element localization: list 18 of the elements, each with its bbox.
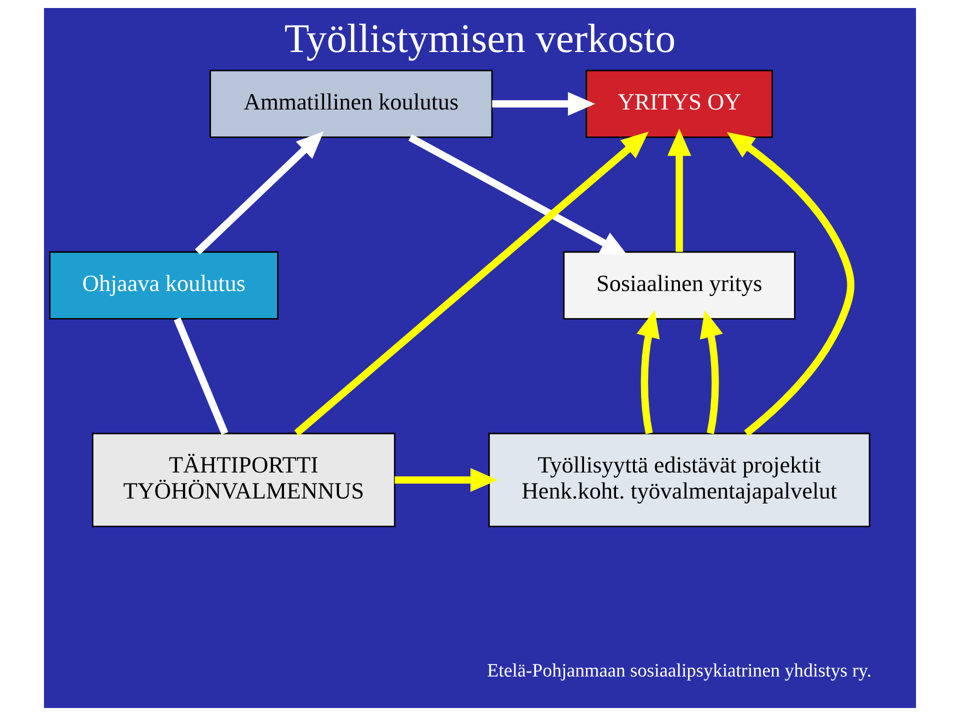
arrow [492, 92, 596, 116]
arrow [726, 132, 854, 436]
node-box: Sosiaalinen yritys [563, 251, 796, 320]
arrow [636, 310, 660, 434]
arrow [194, 131, 324, 254]
node-box: TÄHTIPORTTI TYÖHÖNVALMENNUS [92, 432, 396, 528]
node-box: YRITYS OY [586, 70, 773, 138]
node-box: Ammatillinen koulutus [210, 70, 493, 138]
node-box: Työllisyyttä edistävät projektit Henk.koht. työvalmentajapalvelut [488, 432, 870, 528]
connector [174, 318, 228, 435]
arrow [667, 128, 692, 252]
diagram-title: Työllistymisen verkosto [284, 16, 676, 62]
arrow [700, 310, 723, 434]
node-box: Ohjaava koulutus [49, 251, 279, 320]
arrow [394, 468, 498, 492]
label: Etelä-Pohjanmaan sosiaalipsykiatrinen yhdistys ry. [487, 660, 872, 682]
arrow [408, 134, 628, 256]
arrow [294, 132, 649, 436]
